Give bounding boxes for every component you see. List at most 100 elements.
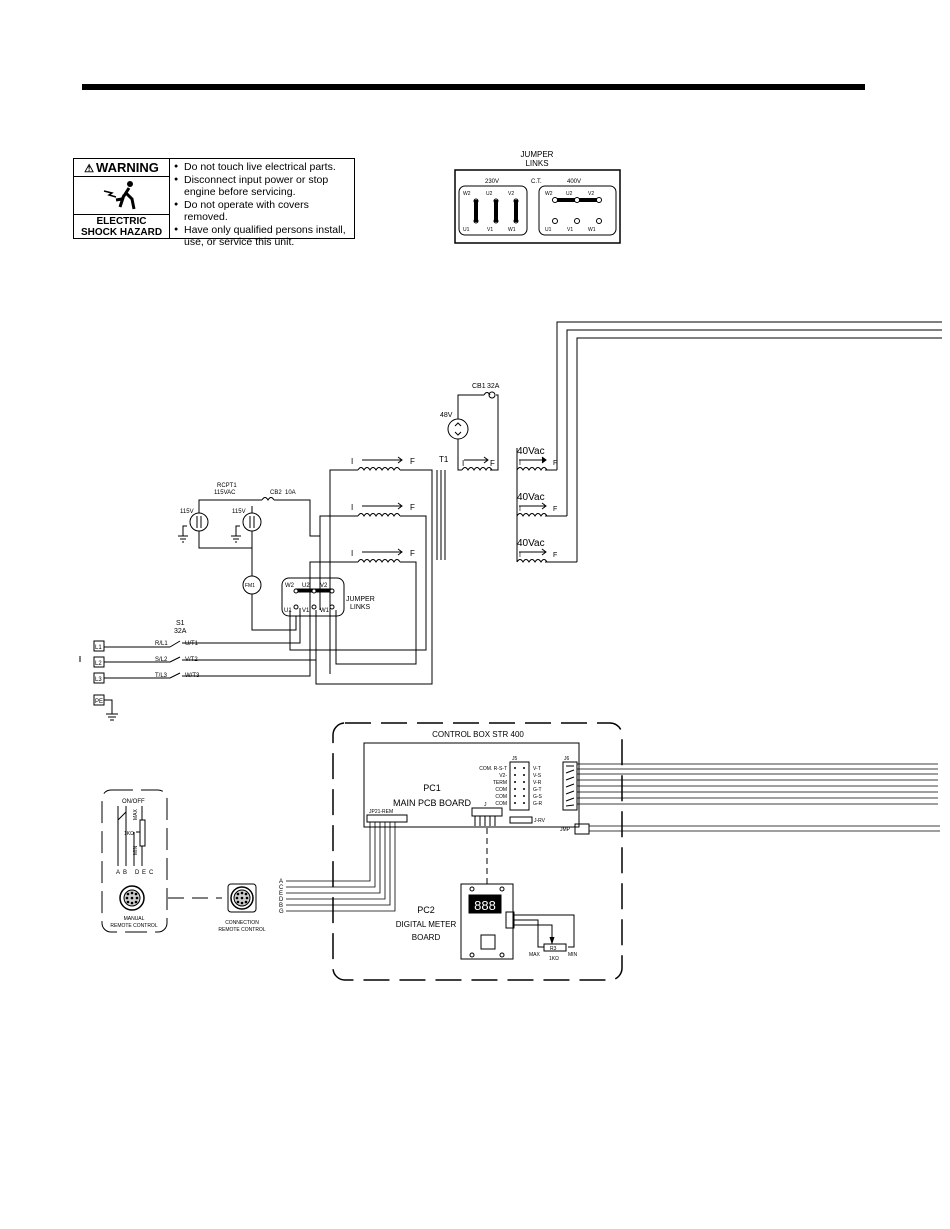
pc2-name1: DIGITAL METER [396, 920, 457, 929]
jl-u1: U1 [284, 608, 292, 614]
j5-right-3: G-T [533, 787, 542, 793]
electric-shock-icon [103, 181, 136, 210]
j-rv-connector [509, 816, 533, 824]
top-rule [82, 84, 865, 90]
jmp-connector [574, 823, 590, 835]
label-coil-i: I [519, 506, 521, 513]
warning-item: Do not touch live electrical parts. [174, 161, 354, 174]
source-48v [447, 418, 469, 440]
pc2-button [480, 934, 496, 950]
label-jumper-links-2: LINKS [350, 604, 371, 611]
label-l2: L2 [95, 661, 102, 667]
control-box-outline [332, 722, 623, 981]
label-cb2: CB2 [270, 490, 282, 496]
link-bar [514, 200, 518, 222]
warning-list: Do not touch live electrical parts. Disc… [174, 161, 354, 249]
label-conn1: CONNECTION [225, 920, 259, 926]
warning-title-text: WARNING [96, 160, 159, 175]
label-pe: PE [95, 699, 103, 705]
label-115v-2: 115V [232, 509, 246, 515]
j5-right-0: V-T [533, 766, 541, 772]
jumper-outer-box [454, 169, 621, 244]
pc2-label: PC2 [417, 905, 435, 915]
j6-label: J6 [564, 756, 570, 762]
term-u2: U2 [486, 191, 493, 197]
display-digits: 888 [474, 898, 496, 913]
label-coil-f: F [490, 459, 495, 468]
main-coil-3 [309, 548, 417, 665]
jp21-connector [366, 814, 408, 823]
r3-label: R3 [550, 946, 557, 952]
jl-v2: V2 [320, 583, 328, 589]
label-pot: 1KΩ [124, 831, 134, 837]
label-coil-f: F [553, 460, 557, 467]
term-w1-b: W1 [588, 227, 596, 233]
warning-triangle-icon: ⚠ [84, 163, 95, 175]
terminal-l3 [93, 672, 105, 684]
warning-item: Have only qualified persons install, use… [174, 224, 354, 249]
receptacle-115v-1 [189, 512, 209, 532]
terminal-l1 [93, 640, 105, 652]
j5-left-4: COM [495, 794, 507, 800]
label-cb1: CB1 [472, 383, 486, 390]
j5-connector [509, 761, 530, 811]
pin-b: B [123, 870, 127, 876]
label-coil-f: F [410, 457, 415, 466]
jl-u2: U2 [302, 583, 310, 589]
label-rcpt1: RCPT1 [217, 483, 237, 489]
label-u-t1: U/T1 [185, 641, 199, 647]
r3-value: 1KΩ [549, 956, 559, 962]
j5-left-5: COM [495, 801, 507, 807]
label-coil-i: I [519, 552, 521, 559]
j5-right-1: V-S [533, 773, 542, 779]
term-v1: V1 [487, 227, 493, 233]
wire-b: B [279, 903, 283, 909]
j5-label: J5 [512, 756, 518, 762]
pc2-board [460, 883, 514, 960]
j-connector [471, 807, 503, 817]
term-u1: U1 [463, 227, 470, 233]
pot-r3 [543, 943, 567, 952]
switch-s1 [104, 608, 316, 679]
label-cb1-rating: 32A [487, 383, 500, 390]
warning-title: ⚠WARNING [74, 159, 169, 177]
link-bar [494, 200, 498, 222]
label-cb2-rating: 10A [285, 490, 296, 496]
label-w-t3: W/T3 [185, 673, 200, 679]
link-bar [474, 200, 478, 222]
output-line-3 [576, 337, 942, 562]
label-coil-i: I [351, 457, 353, 466]
label-v-t2: V/T2 [185, 657, 198, 663]
label-coil-i: I [519, 460, 521, 467]
wire-g: G [279, 909, 284, 915]
pc2-name2: BOARD [412, 933, 441, 942]
jumper-title2: LINKS [525, 159, 548, 168]
label-s-l2: S/L2 [155, 657, 168, 663]
label-230v: 230V [485, 179, 499, 185]
terminal-l2 [93, 656, 105, 668]
jp21-label: JP21-REM [369, 809, 393, 815]
label-coil-i: I [351, 549, 353, 558]
label-t1: T1 [439, 455, 449, 464]
j-label: J [484, 802, 487, 808]
ground-symbol [178, 525, 188, 543]
connection-remote-connector [227, 883, 257, 913]
jumper-230-box [458, 185, 528, 236]
wire-a: A [279, 879, 283, 885]
j5-left-1: V2- [499, 773, 507, 779]
label-115v-1: 115V [180, 509, 194, 515]
manual-remote-box [101, 789, 168, 933]
jmp-label: JMP [560, 827, 571, 833]
label-l3: L3 [95, 677, 102, 683]
j5-right-5: G-R [533, 801, 543, 807]
pin-d: D [135, 870, 140, 876]
t1-core [436, 470, 446, 560]
main-coil-2 [289, 502, 427, 651]
remote-pot [139, 819, 146, 847]
generator-circuit [79, 321, 942, 721]
label-t-l3: T/L3 [155, 673, 168, 679]
label-ct: C.T. [531, 179, 542, 185]
